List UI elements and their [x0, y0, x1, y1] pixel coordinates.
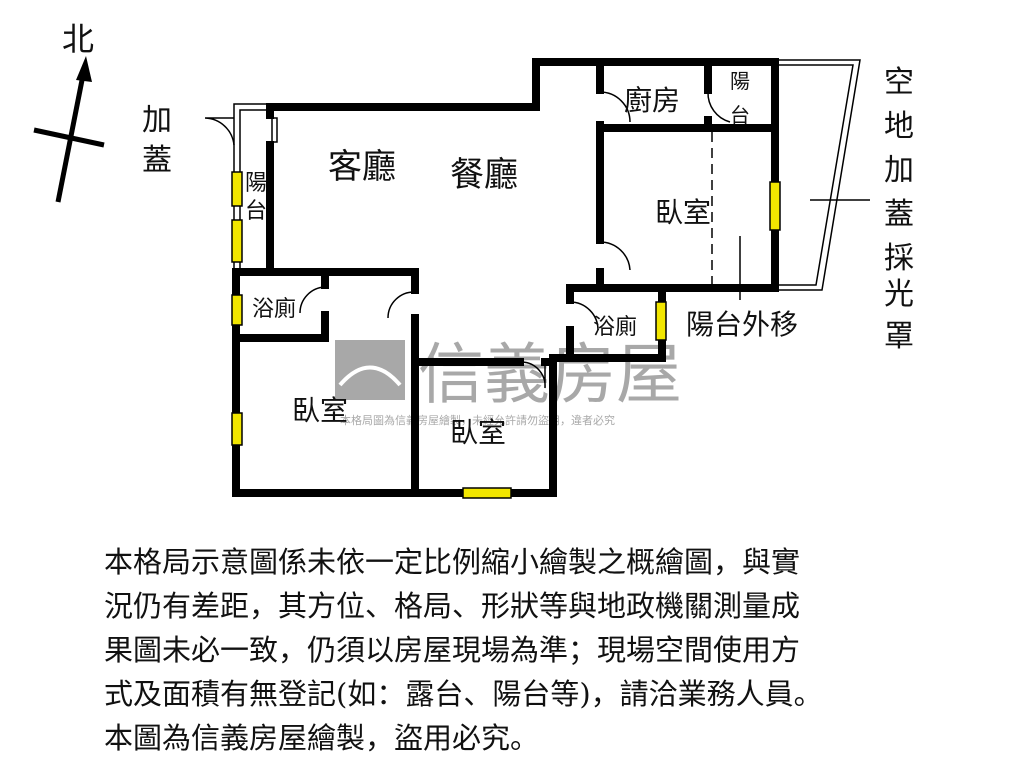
svg-text:加: 加: [884, 153, 914, 188]
label-balcony-kitchen-1: 陽: [730, 69, 750, 93]
door-icon: [599, 241, 631, 271]
disclaimer-line: 本圖為信義房屋繪製，盜用必究。: [104, 721, 540, 755]
window: [769, 181, 781, 231]
label-balcony-kitchen-2: 台: [730, 103, 750, 127]
watermark-logo: [335, 340, 405, 400]
window: [231, 171, 243, 207]
label-addition-line1: 加: [142, 103, 172, 138]
north-arrow-icon: [33, 56, 105, 203]
doors: [204, 91, 731, 389]
label-bathroom-left: 浴廁: [252, 297, 296, 322]
door-icon: [387, 291, 416, 319]
door-icon: [599, 91, 631, 123]
disclaimer-line: 式及面積有無登記(如：露台、陽台等)，請洽業務人員。: [104, 677, 823, 711]
label-dining-room: 餐廳: [450, 155, 518, 195]
svg-text:空: 空: [884, 65, 914, 100]
window: [231, 219, 243, 263]
door-icon: [707, 91, 731, 123]
svg-text:罩: 罩: [884, 319, 914, 354]
label-balcony-left-2: 台: [245, 199, 267, 224]
watermark: 信義房屋 本格局圖為信義房屋繪製，未經允許請勿盜用，違者必究: [335, 336, 682, 427]
window: [462, 487, 512, 499]
window: [231, 412, 243, 446]
disclaimer: 本格局示意圖係未依一定比例縮小繪製之概繪圖，與實 況仍有差距，其方位、格局、形狀…: [104, 540, 964, 760]
thin-outlines: [233, 59, 870, 300]
door-icon: [271, 117, 278, 143]
label-bedroom-main: 臥室: [655, 196, 711, 229]
watermark-notice: 本格局圖為信義房屋繪製，未經允許請勿盜用，違者必究: [340, 413, 615, 427]
svg-text:採: 採: [884, 241, 914, 276]
windows: [231, 171, 781, 499]
door-icon: [521, 361, 546, 389]
label-balcony-left-1: 陽: [245, 171, 267, 196]
door-icon: [569, 301, 599, 331]
label-addition-line2: 蓋: [142, 143, 172, 178]
label-bathroom-right: 浴廁: [593, 315, 637, 340]
window: [655, 301, 667, 341]
svg-text:地: 地: [884, 109, 914, 144]
label-kitchen: 廚房: [624, 84, 680, 117]
label-skylight-addition: 空 地 加 蓋 採 光 罩: [884, 65, 914, 354]
label-bedroom-middle: 臥室: [450, 416, 506, 449]
disclaimer-line: 本格局示意圖係未依一定比例縮小繪製之概繪圖，與實: [104, 545, 801, 579]
window: [231, 294, 243, 326]
svg-text:蓋: 蓋: [884, 197, 914, 232]
door-icon: [204, 117, 235, 146]
north-label: 北: [62, 20, 94, 58]
label-bedroom-left: 臥室: [292, 394, 348, 427]
disclaimer-line: 果圖未必一致，仍須以房屋現場為準；現場空間使用方: [104, 633, 801, 667]
disclaimer-line: 況仍有差距，其方位、格局、形狀等與地政機關測量成: [104, 589, 801, 623]
svg-text:光: 光: [884, 277, 914, 312]
label-living-room: 客廳: [328, 147, 396, 187]
label-balcony-moved: 陽台外移: [686, 308, 798, 341]
door-icon: [299, 286, 326, 314]
